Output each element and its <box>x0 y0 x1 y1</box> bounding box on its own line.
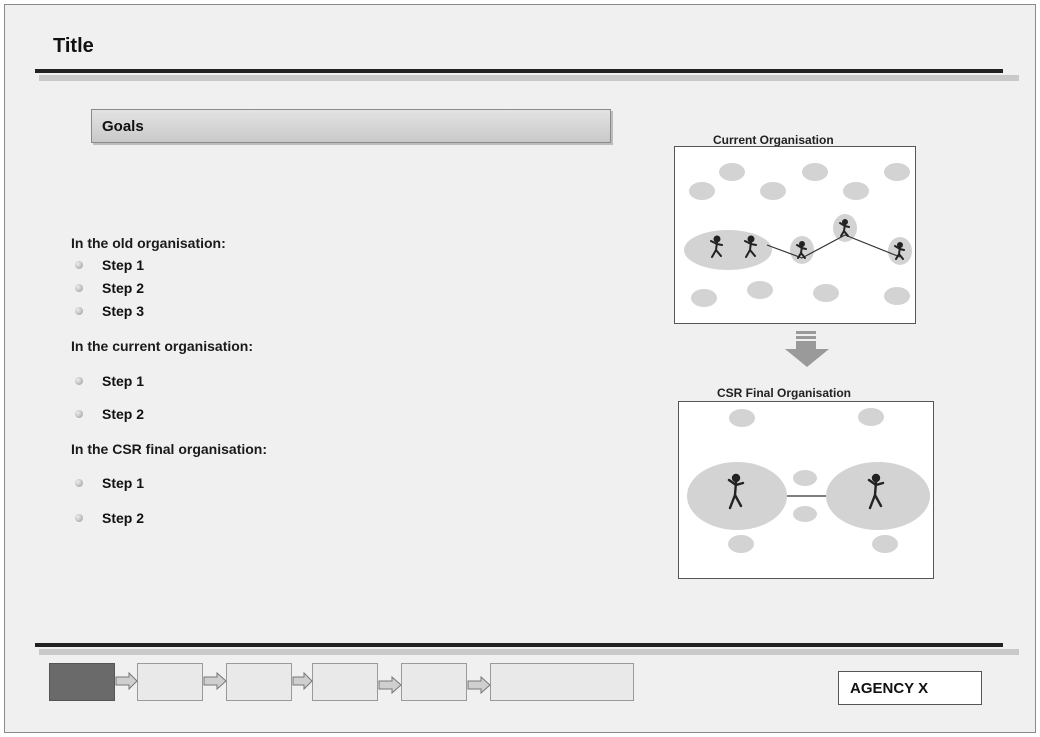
process-arrow-icon <box>378 675 402 695</box>
header-rule-shadow <box>39 75 1019 81</box>
section-final-step: Step 2 <box>75 510 144 526</box>
header-rule <box>35 69 1003 73</box>
slide-title: Title <box>53 35 94 57</box>
section-current-heading: In the current organisation: <box>71 338 254 354</box>
org-nodes <box>684 163 912 307</box>
bullet-icon <box>75 307 83 315</box>
person-icon <box>796 241 807 259</box>
footer-rule-shadow <box>39 649 1019 655</box>
agency-label: AGENCY X <box>850 680 929 697</box>
goals-label: Goals <box>102 118 144 135</box>
bullet-icon <box>75 410 83 418</box>
process-arrow-icon <box>203 671 227 691</box>
person-icons <box>727 473 885 510</box>
final-org-title: CSR Final Organisation <box>717 386 852 400</box>
agency-box: AGENCY X <box>838 671 982 705</box>
process-arrows <box>115 671 491 695</box>
bullet-icon <box>75 284 83 292</box>
process-arrow-icon <box>115 671 138 691</box>
section-final-heading: In the CSR final organisation: <box>71 441 268 457</box>
final-org-diagram <box>687 408 930 553</box>
process-step <box>490 663 634 701</box>
process-step <box>401 663 467 701</box>
section-current-step: Step 2 <box>75 406 144 422</box>
bullet-icon <box>75 377 83 385</box>
bullet-icon <box>75 479 83 487</box>
section-old-step: Step 2 <box>75 280 144 296</box>
current-org-panel <box>674 146 916 324</box>
footer-rule <box>35 643 1003 647</box>
current-org-title: Current Organisation <box>713 133 834 147</box>
section-old-step: Step 3 <box>75 303 144 319</box>
section-final-step: Step 1 <box>75 475 144 491</box>
process-step <box>137 663 203 701</box>
process-step-active <box>49 663 115 701</box>
final-org-panel <box>678 401 934 579</box>
process-arrow-icon <box>292 671 313 691</box>
person-icon <box>839 219 850 237</box>
org-nodes <box>687 408 930 553</box>
slide: Title Goals In the old organisation: Ste… <box>4 4 1036 733</box>
current-org-diagram <box>684 163 912 307</box>
section-old-heading: In the old organisation: <box>71 235 226 251</box>
person-icons <box>710 219 905 260</box>
person-icon <box>744 235 757 258</box>
person-icon <box>710 235 723 258</box>
link-line <box>766 234 901 259</box>
section-old-step: Step 1 <box>75 257 144 273</box>
process-arrow-icon <box>467 675 491 695</box>
down-arrow-icon <box>785 331 829 367</box>
process-step <box>312 663 378 701</box>
person-icon <box>894 242 905 260</box>
goals-box: Goals <box>91 109 611 143</box>
process-step <box>226 663 292 701</box>
bullet-icon <box>75 514 83 522</box>
section-current-step: Step 1 <box>75 373 144 389</box>
person-icon <box>867 473 885 510</box>
bullet-icon <box>75 261 83 269</box>
person-icon <box>727 473 745 510</box>
